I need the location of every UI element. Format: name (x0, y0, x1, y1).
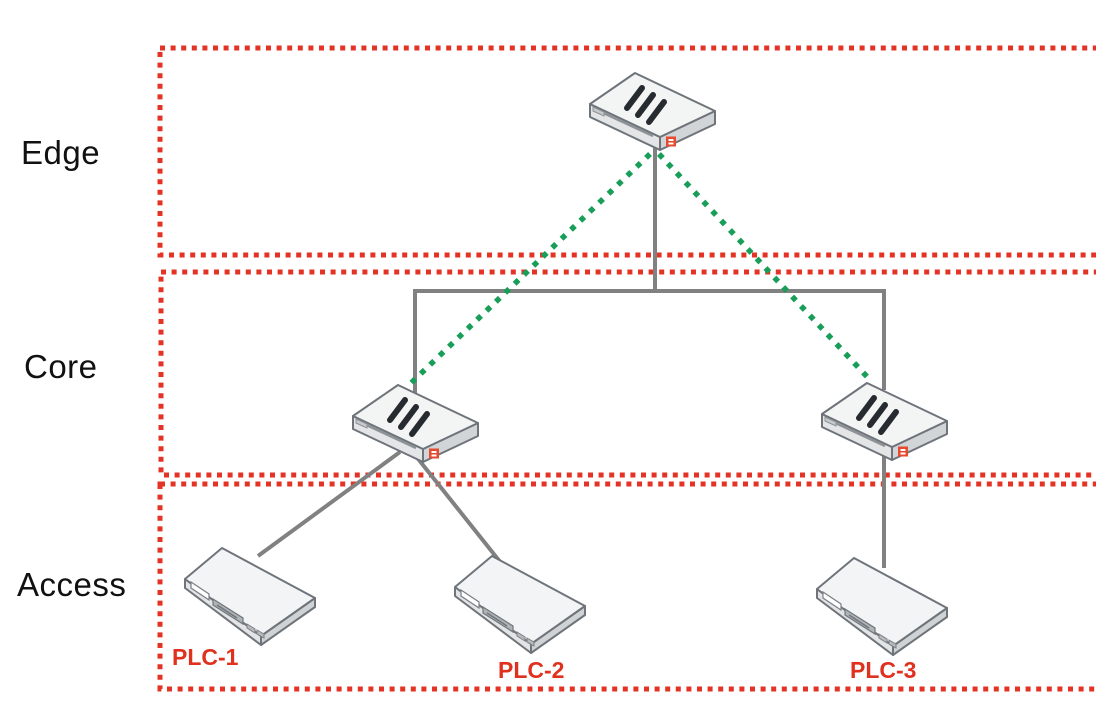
plc-2-label: PLC-2 (498, 657, 565, 683)
tier-label-access: Access (17, 566, 127, 603)
tier-label-core: Core (24, 348, 98, 385)
core-zone-border (158, 269, 1096, 478)
edge-zone-border (157, 45, 1096, 258)
access-zone-border (157, 481, 1096, 692)
redundant-link-edge-to-core-switch-1 (408, 152, 652, 386)
plc-2-device-icon (454, 555, 586, 654)
redundant-link-edge-to-core-switch-2 (656, 152, 875, 384)
link-core-switch-1-to-plc-2 (413, 453, 507, 570)
plc-1-device-icon (184, 547, 316, 646)
plc-1-label: PLC-1 (172, 644, 239, 670)
edge-switch-icon (590, 73, 715, 150)
link-core-switch-1-to-plc-1 (256, 450, 402, 558)
plc-3-device-icon (816, 557, 948, 656)
plc-3-label: PLC-3 (850, 657, 917, 683)
tier-label-edge: Edge (21, 134, 101, 171)
core-switch-1-icon (353, 385, 478, 462)
core-switch-2-icon (822, 383, 947, 460)
